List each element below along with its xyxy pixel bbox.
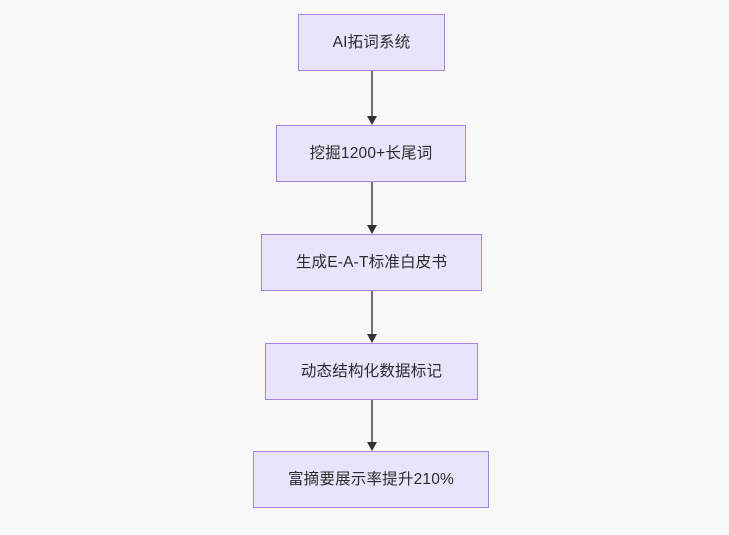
flow-node-label: 挖掘1200+长尾词 <box>309 144 433 162</box>
arrowhead-icon <box>367 225 377 234</box>
edge-line <box>371 291 373 334</box>
flow-node-ai-keyword-system[interactable]: AI拓词系统 <box>298 14 445 71</box>
flow-node-label: 动态结构化数据标记 <box>300 362 443 380</box>
flow-node-label: 生成E-A-T标准白皮书 <box>295 253 448 271</box>
flow-node-mine-longtail-keywords[interactable]: 挖掘1200+长尾词 <box>276 125 466 182</box>
edge-line <box>371 400 373 442</box>
flow-node-generate-eat-whitepaper[interactable]: 生成E-A-T标准白皮书 <box>261 234 482 291</box>
flow-node-label: 富摘要展示率提升210% <box>287 470 455 488</box>
arrowhead-icon <box>367 116 377 125</box>
flow-node-dynamic-structured-data-markup[interactable]: 动态结构化数据标记 <box>265 343 478 400</box>
arrowhead-icon <box>367 442 377 451</box>
edge-line <box>371 71 373 116</box>
flow-node-rich-snippet-rate-increase[interactable]: 富摘要展示率提升210% <box>253 451 489 508</box>
arrowhead-icon <box>367 334 377 343</box>
edge-line <box>371 182 373 225</box>
flow-node-label: AI拓词系统 <box>332 33 411 51</box>
